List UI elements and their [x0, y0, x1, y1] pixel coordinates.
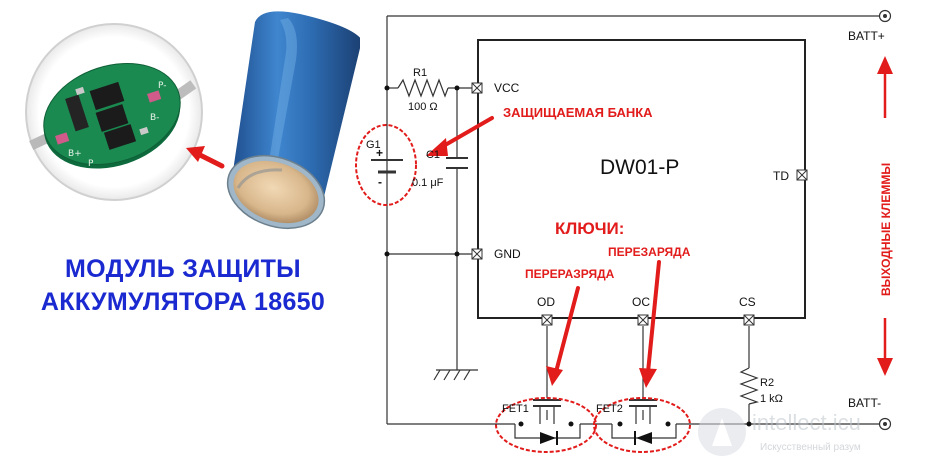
- module-title: МОДУЛЬ ЗАЩИТЫ АККУМУЛЯТОРА 18650: [8, 253, 358, 319]
- g1-minus: -: [378, 175, 382, 189]
- batt-plus-label: BATT+: [848, 29, 885, 43]
- battery-cell-g1: [371, 159, 403, 174]
- c1-name: C1: [426, 149, 440, 161]
- pin-box-oc: [637, 314, 649, 326]
- pin-vcc-label: VCC: [494, 81, 520, 95]
- product-photo: B+ P B- P-: [25, 11, 360, 229]
- pin-od-label: OD: [537, 295, 555, 309]
- highlight-fet2: [593, 397, 691, 453]
- arrow-to-cell: [438, 116, 494, 150]
- pin-box-vcc: [471, 82, 483, 94]
- schematic-labels: R1 100 Ω C1 0.1 μF G1 + - VCC GND TD OD …: [366, 29, 893, 415]
- pin-gnd-label: GND: [494, 247, 521, 261]
- g1-plus: +: [376, 146, 383, 160]
- pcb-magnifier: B+ P B- P-: [25, 23, 203, 201]
- r2-value: 1 kΩ: [760, 393, 783, 405]
- highlight-ellipses: [355, 124, 691, 453]
- annotation-overdischarge: ПЕРЕРАЗРЯДА: [525, 267, 615, 281]
- chip-pin-boxes: [471, 82, 808, 326]
- pin-cs-label: CS: [739, 295, 756, 309]
- c1-value: 0.1 μF: [412, 177, 444, 189]
- watermark: intellect.icu Искусственный разум: [698, 408, 861, 456]
- fet2-body-diode: [636, 432, 652, 444]
- fet2-symbol: [629, 399, 657, 424]
- pcb-label-p: P: [88, 159, 94, 169]
- output-terminals-arrow: [877, 56, 893, 376]
- fet1-symbol: [533, 399, 561, 424]
- pcb-silkscreen: B+ P B- P-: [68, 81, 166, 169]
- pcb-label-pminus: P-: [158, 81, 166, 91]
- annotation-output-terminals: ВЫХОДНЫЕ КЛЕММЫ: [879, 163, 893, 296]
- terminal-batt-minus: [878, 417, 892, 431]
- pin-box-gnd: [471, 248, 483, 260]
- pin-oc-label: OC: [632, 295, 650, 309]
- highlight-fet1: [495, 397, 597, 453]
- chip-body: [477, 39, 806, 319]
- terminal-batt-plus: [878, 9, 892, 23]
- resistor-r1: [397, 78, 449, 98]
- module-title-line1: МОДУЛЬ ЗАЩИТЫ: [65, 255, 301, 283]
- annotation-protected-cell: ЗАЩИЩАЕМАЯ БАНКА: [503, 105, 653, 120]
- r1-value: 100 Ω: [408, 101, 438, 113]
- annotation-arrows: [426, 116, 661, 388]
- chip-name: DW01-P: [600, 156, 679, 179]
- ground-symbol: [433, 369, 478, 381]
- node-dots: [384, 85, 752, 427]
- arrow-to-fet1: [554, 286, 580, 374]
- r1-name: R1: [413, 67, 427, 79]
- capacitor-c1: [446, 157, 468, 169]
- pcb-label-bminus: B-: [150, 113, 159, 123]
- annotation-keys: КЛЮЧИ:: [555, 219, 624, 238]
- r2-name: R2: [760, 377, 774, 389]
- arrow-to-fet2: [646, 260, 661, 374]
- fet2-name: FET2: [596, 403, 623, 415]
- pin-box-od: [541, 314, 553, 326]
- resistor-r2: [739, 367, 760, 405]
- annotation-overcharge: ПЕРЕЗАРЯДА: [608, 245, 691, 259]
- fet1-body-diode: [540, 432, 556, 444]
- highlight-cell: [355, 124, 417, 206]
- pcb-label-bplus: B+: [68, 149, 82, 159]
- g1-name: G1: [366, 139, 381, 151]
- batt-minus-label: BATT-: [848, 396, 881, 410]
- fet1-name: FET1: [502, 403, 529, 415]
- watermark-tagline: Искусственный разум: [760, 442, 861, 453]
- watermark-brand: intellect.icu: [752, 410, 861, 435]
- pin-td-label: TD: [773, 169, 789, 183]
- pin-box-cs: [743, 314, 755, 326]
- pin-box-td: [796, 169, 808, 181]
- photo-arrow: [186, 146, 225, 169]
- battery-18650: [226, 11, 360, 229]
- module-title-line2: АККУМУЛЯТОРА 18650: [40, 288, 326, 316]
